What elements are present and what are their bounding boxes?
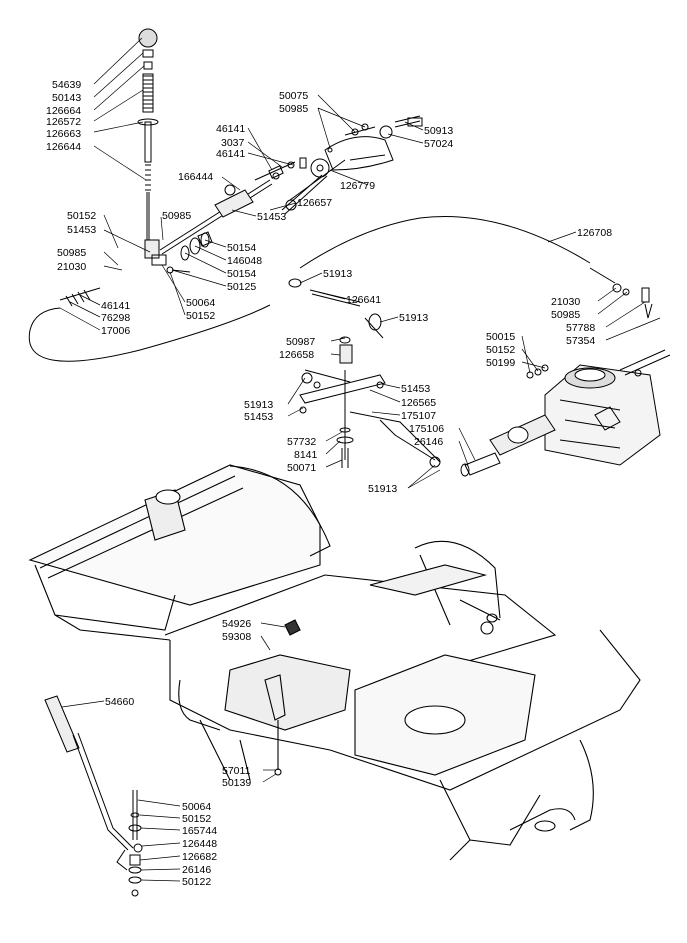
pivot-bracket-assembly [281, 115, 423, 215]
leader-lines [59, 37, 661, 882]
part-label: 175106 [409, 423, 444, 435]
part-label: 175107 [401, 410, 436, 422]
part-label: 50985 [57, 247, 86, 259]
part-label: 54926 [222, 618, 251, 630]
part-label: 146048 [227, 255, 262, 267]
part-label: 50152 [486, 344, 515, 356]
part-label: 50139 [222, 777, 251, 789]
part-label: 126657 [297, 197, 332, 209]
part-label: 50987 [286, 336, 315, 348]
part-label: 51453 [257, 211, 286, 223]
part-label: 126658 [279, 349, 314, 361]
part-label: 126663 [46, 128, 81, 140]
part-label: 57011 [222, 765, 251, 777]
part-label: 8141 [294, 449, 318, 461]
part-label: 26146 [182, 864, 211, 876]
lower-shift-handle [44, 695, 143, 897]
control-rod-assembly [159, 161, 296, 274]
part-label: 57024 [424, 138, 453, 150]
part-label: 126565 [401, 397, 436, 409]
part-label: 50154 [227, 242, 256, 254]
part-label: 50152 [182, 813, 211, 825]
part-label: 50143 [52, 92, 81, 104]
part-label: 50064 [186, 297, 215, 309]
part-label: 50152 [186, 310, 215, 322]
tractor-frame [28, 464, 641, 861]
part-label: 51453 [401, 383, 430, 395]
part-label: 50075 [279, 90, 308, 102]
part-number-labels: 54639 50143 126664 126572 126663 126644 … [46, 79, 612, 888]
part-label: 76298 [101, 312, 130, 324]
part-label: 51913 [368, 483, 397, 495]
part-label: 51453 [67, 224, 96, 236]
part-label: 46141 [216, 123, 245, 135]
part-label: 50122 [182, 876, 211, 888]
control-cable-right [299, 215, 591, 269]
part-label: 50071 [287, 462, 316, 474]
part-label: 51453 [244, 411, 273, 423]
part-label: 17006 [101, 325, 130, 337]
part-label: 50152 [67, 210, 96, 222]
part-label: 126641 [346, 294, 381, 306]
part-label: 50985 [551, 309, 580, 321]
part-label: 54660 [105, 696, 134, 708]
part-label: 46141 [101, 300, 130, 312]
control-cable-left [28, 304, 271, 362]
part-label: 126779 [340, 180, 375, 192]
part-label: 50064 [182, 801, 211, 813]
part-label: 21030 [551, 296, 580, 308]
part-label: 126644 [46, 141, 81, 153]
part-label: 51913 [399, 312, 428, 324]
part-label: 51913 [323, 268, 352, 280]
part-label: 50913 [424, 125, 453, 137]
part-label: 126708 [577, 227, 612, 239]
part-label: 59308 [222, 631, 251, 643]
part-label: 54639 [52, 79, 81, 91]
part-label: 126448 [182, 838, 217, 850]
part-label: 46141 [216, 148, 245, 160]
part-label: 126572 [46, 116, 81, 128]
part-label: 166444 [178, 171, 213, 183]
part-label: 57354 [566, 335, 595, 347]
part-label: 165744 [182, 825, 217, 837]
part-label: 50154 [227, 268, 256, 280]
part-label: 50015 [486, 331, 515, 343]
part-label: 50199 [486, 357, 515, 369]
shift-lever-assembly [137, 28, 167, 266]
part-label: 126682 [182, 851, 217, 863]
part-label: 3037 [221, 137, 245, 149]
part-label: 26146 [414, 436, 443, 448]
part-label: 51913 [244, 399, 273, 411]
part-label: 126664 [46, 105, 81, 117]
part-label: 57788 [566, 322, 595, 334]
part-label: 50985 [162, 210, 191, 222]
part-label: 50985 [279, 103, 308, 115]
transmission [460, 349, 671, 477]
part-label: 50125 [227, 281, 256, 293]
part-label: 21030 [57, 261, 86, 273]
part-label: 57732 [287, 436, 316, 448]
